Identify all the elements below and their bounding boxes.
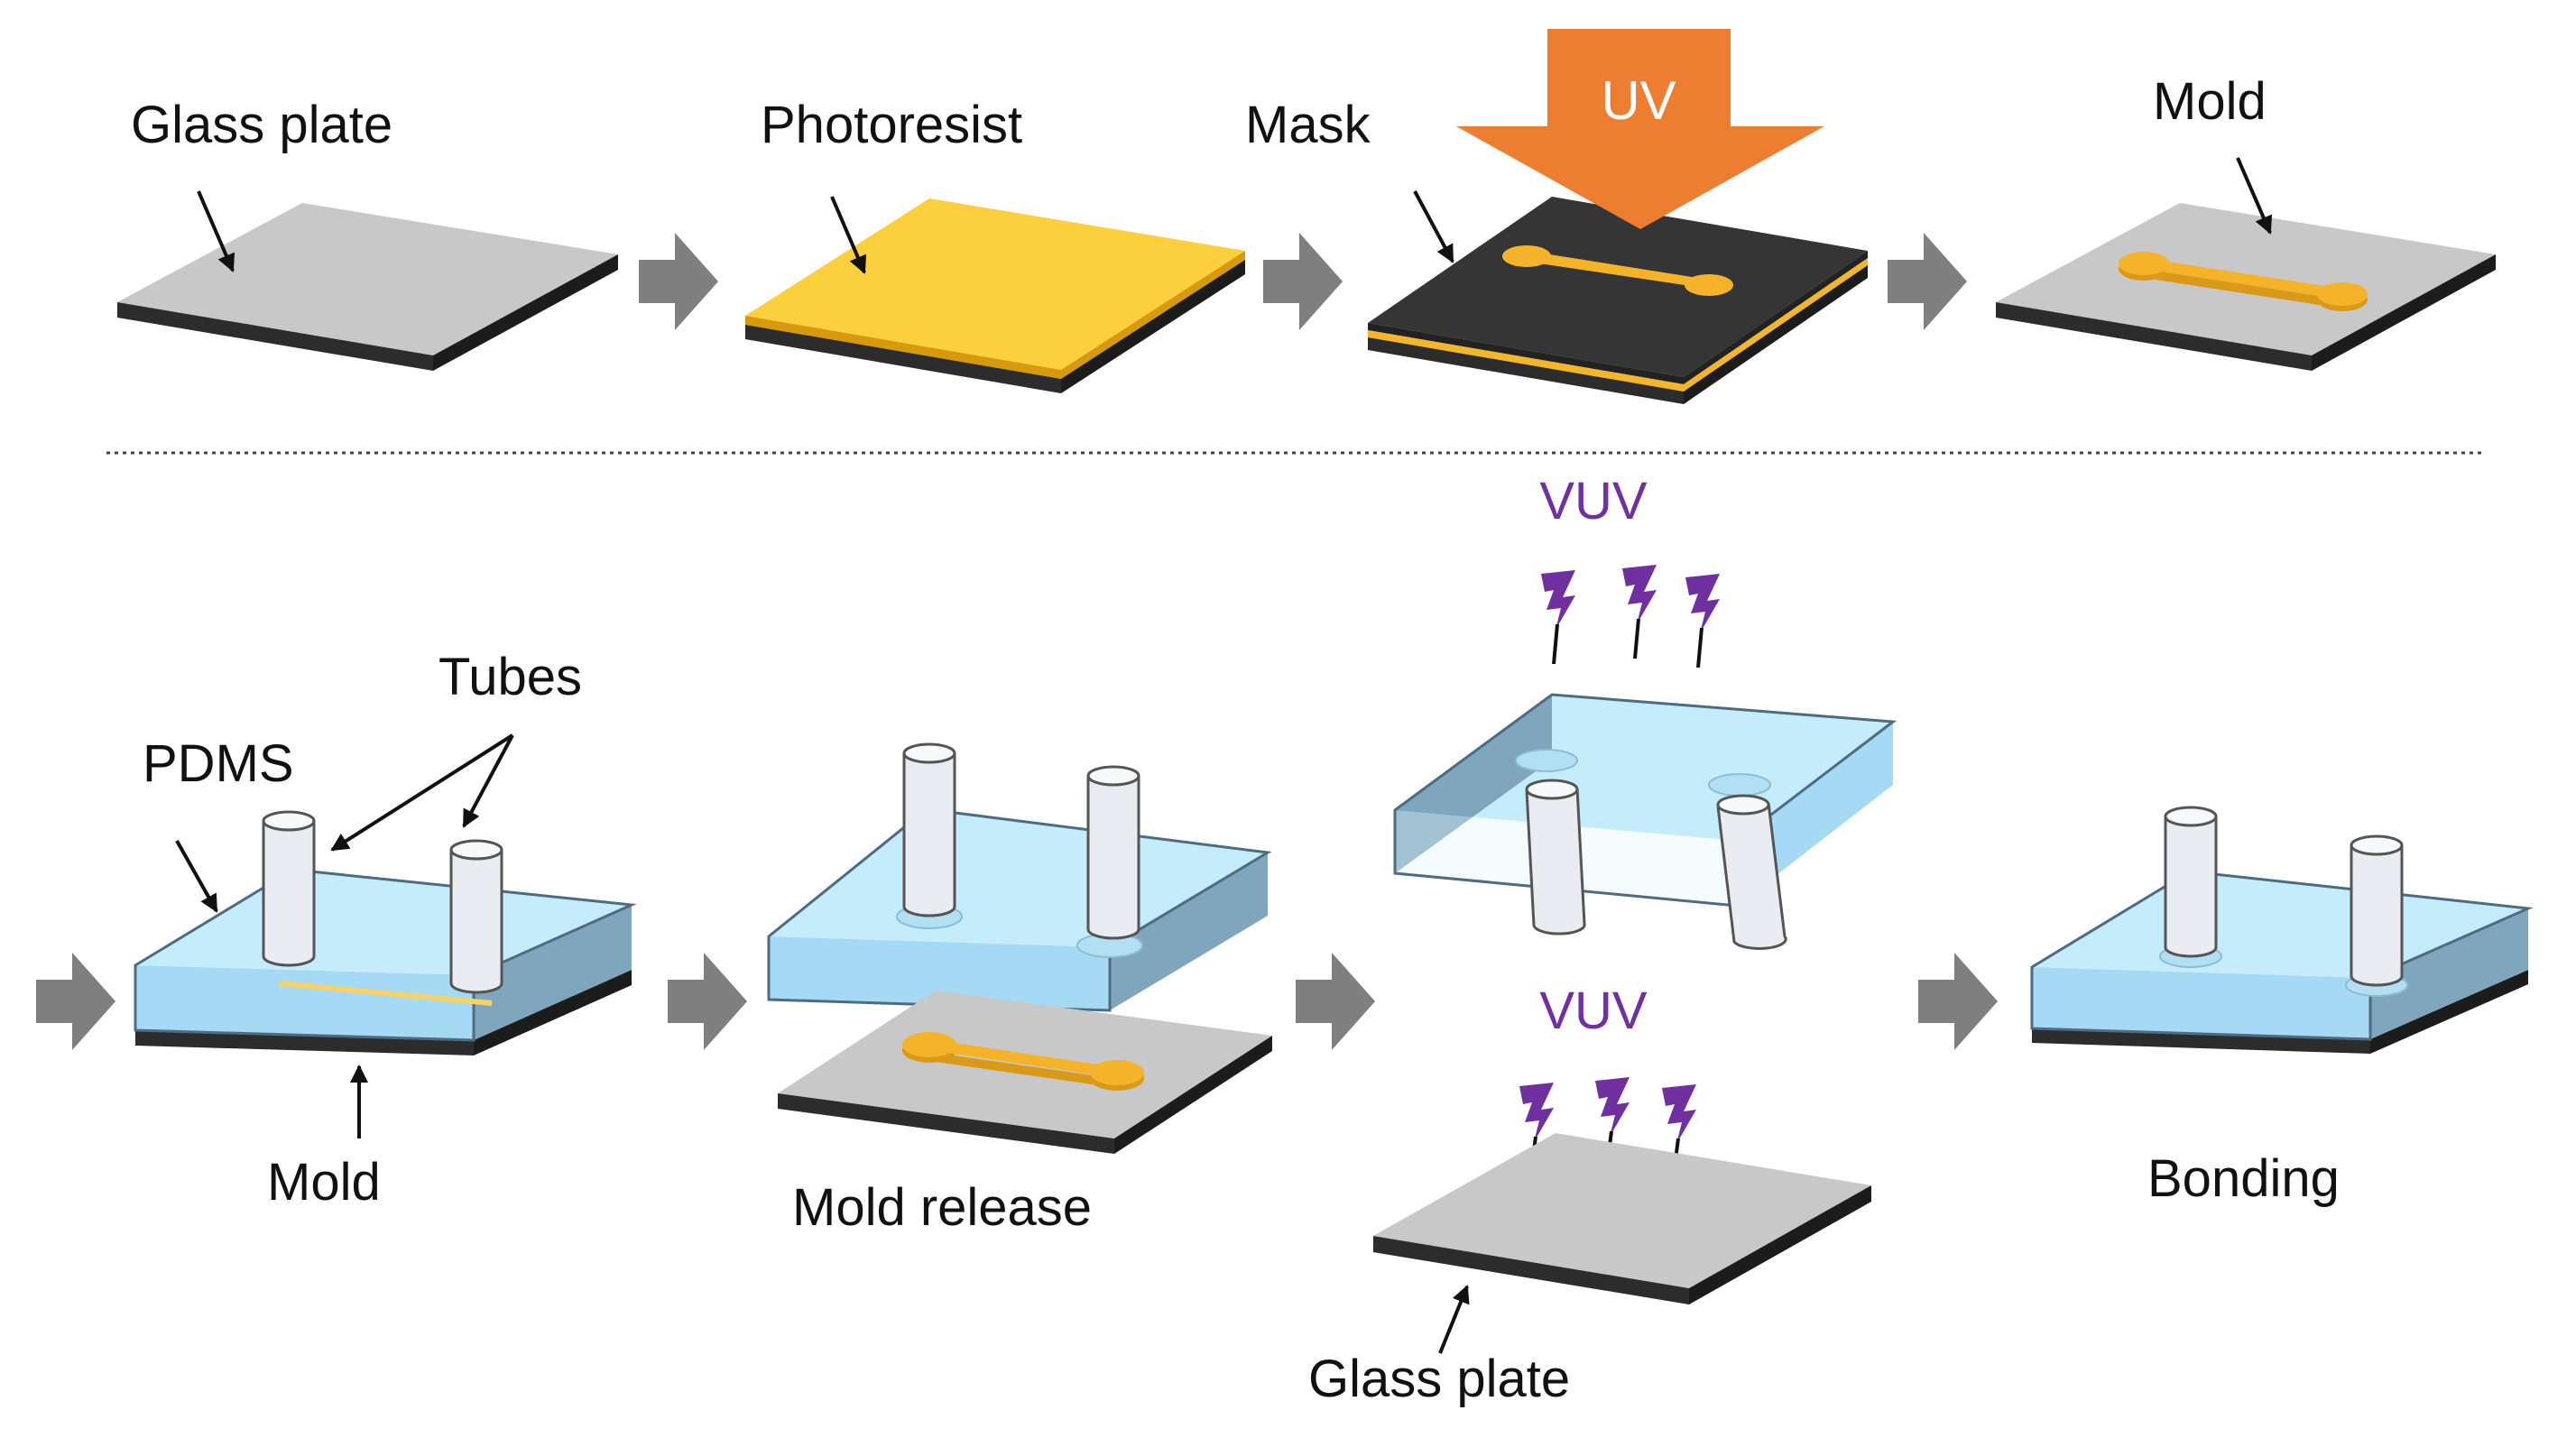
step-arrow-4 [36,953,115,1050]
mold-channel [2119,252,2368,311]
step-arrow-5 [668,953,747,1050]
bonding-step: Bonding [2030,806,2534,1208]
tube-left [262,810,316,967]
mold-step: Mold [1996,72,2496,371]
bonded-pdms-top [2032,871,2528,978]
tubes-pointer-left [330,733,514,852]
vuv-glass-plate-label: Glass plate [1308,1350,1570,1408]
release-tube-right [1086,765,1140,940]
photoresist-step: Photoresist [745,96,1245,393]
pdms-casting-step: Tubes PDMS Mold [134,648,637,1212]
pdms-side-face [474,905,632,1040]
step-arrow-1 [639,233,718,330]
release-tube-left [902,742,956,917]
step-arrow-3 [1888,233,1967,330]
released-mold-channel [902,1032,1144,1091]
bonded-tube-right [2350,834,2404,987]
step-arrow-7 [1918,953,1998,1050]
pdms-top-face [135,870,632,975]
mold-label: Mold [2153,72,2267,131]
vuv-bolt-upper-2 [1620,563,1658,660]
step-arrow-6 [1296,953,1375,1050]
released-mold-top [778,991,1272,1138]
vuv-glass-plate-top [1373,1133,1871,1288]
mold-release-step: Mold release [767,742,1272,1237]
pdms-pointer [175,840,218,913]
photoresist-layer-top [745,198,1245,370]
mask-top [1368,197,1868,377]
tubes-pointer-right [462,734,514,828]
glass-plate-top [117,203,618,355]
mold-release-label: Mold release [792,1178,1092,1237]
pdms-label: PDMS [143,734,294,793]
mask-label: Mask [1245,96,1371,154]
vuv-glass-plate-pointer [1438,1285,1470,1354]
tubes-label: Tubes [439,648,582,706]
bonding-label: Bonding [2147,1149,2340,1208]
photoresist-pointer [830,196,867,274]
vuv-upper-label: VUV [1539,472,1648,530]
pdms-mold-label: Mold [267,1153,381,1212]
glass-plate-label: Glass plate [131,96,392,154]
mask-exposure-step: Mask UV [1245,29,1868,404]
pdms-front-face [135,965,474,1040]
tube-right [449,839,503,994]
bonded-tube-left [2164,806,2218,958]
mask-pointer [1413,190,1454,263]
mold-pointer [2236,157,2273,235]
vuv-bolt-upper-1 [1539,568,1577,666]
vuv-bolt-upper-3 [1684,572,1722,669]
bonded-pdms-front [2032,967,2370,1039]
glass-plate-pointer [197,190,235,272]
vuv-lower-label: VUV [1539,982,1648,1040]
photoresist-label: Photoresist [761,96,1022,154]
flipped-tube-left [1525,779,1586,936]
mask-channel-pattern [1502,245,1733,296]
uv-label: UV [1601,70,1676,131]
embedded-channel [279,981,493,1006]
step-arrow-2 [1263,233,1343,330]
glass-plate-step: Glass plate [117,96,618,371]
flipped-tube-right [1716,794,1787,950]
uv-arrow: UV [1456,29,1824,229]
vuv-treatment-step: VUV VUV Glass plate [1308,472,1897,1408]
